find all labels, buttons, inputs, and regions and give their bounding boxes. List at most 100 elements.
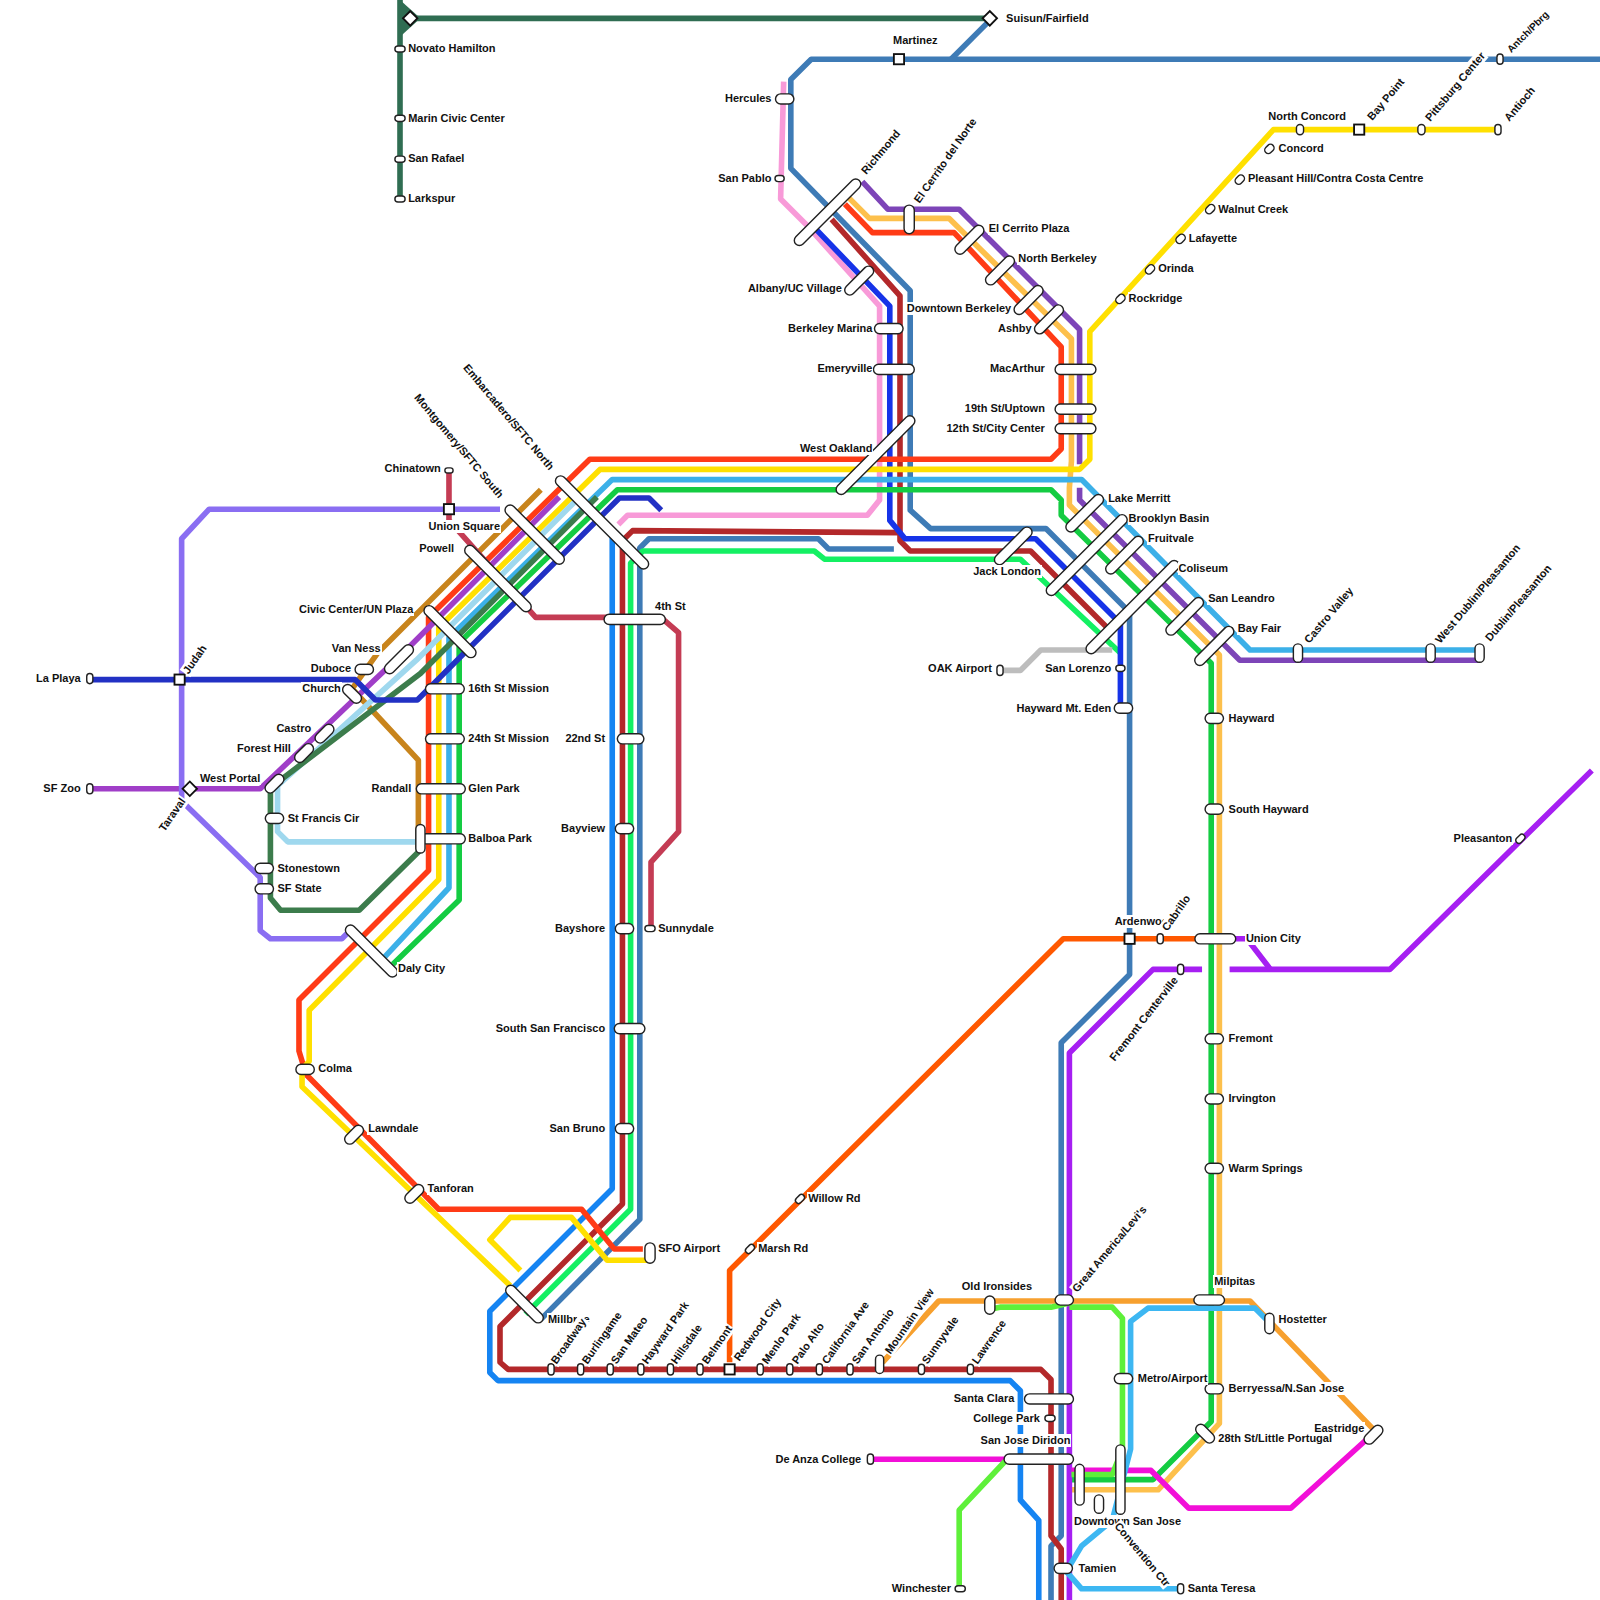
transit-line — [845, 194, 1219, 1490]
station-marker — [775, 176, 784, 182]
station-marker — [1497, 54, 1503, 64]
station-marker — [1174, 233, 1186, 245]
station-marker — [1144, 263, 1156, 275]
station-marker — [1064, 492, 1106, 534]
station-label: Marin Civic Center — [407, 112, 506, 125]
station-marker — [1116, 665, 1125, 671]
station-label: Bay Fair — [1237, 622, 1282, 635]
station-marker — [876, 1355, 884, 1373]
station-marker — [615, 923, 633, 933]
station-marker — [1204, 203, 1216, 215]
station-label: Cabrillo — [1159, 892, 1194, 935]
junction-station — [183, 782, 197, 796]
station-marker — [744, 1243, 756, 1255]
station-marker — [1193, 624, 1236, 667]
station-marker — [422, 603, 478, 659]
station-label: Bay Point — [1364, 75, 1408, 124]
station-marker — [1194, 1422, 1217, 1445]
station-marker — [1205, 1094, 1223, 1104]
station-marker — [967, 1364, 973, 1374]
station-marker — [874, 323, 903, 333]
transit-line — [490, 531, 1039, 1600]
line-terminus — [400, 0, 420, 37]
station-label: Santa Clara — [953, 1392, 1016, 1405]
station-label: Castro — [275, 722, 312, 735]
station-label: West Dublin/Pleasanton — [1432, 541, 1524, 647]
transit-line — [1066, 1308, 1270, 1589]
station-marker — [983, 254, 1016, 287]
station-marker — [313, 722, 336, 745]
station-label: Glen Park — [467, 782, 520, 795]
station-label: College Park — [972, 1412, 1041, 1425]
station-marker — [504, 1283, 546, 1325]
station-label: San Jose Diridon — [980, 1434, 1072, 1447]
station-label: 24th St Mission — [467, 732, 550, 745]
station-label: Lafayette — [1188, 232, 1238, 245]
station-label: SF Zoo — [42, 782, 81, 795]
transit-line — [302, 130, 1498, 1286]
station-label: Lake Merritt — [1107, 492, 1171, 505]
transfer-station — [894, 54, 904, 64]
station-marker — [503, 503, 566, 566]
station-marker — [463, 543, 534, 614]
transit-line — [1230, 770, 1592, 969]
station-marker — [617, 734, 644, 744]
station-label: Castro Valley — [1301, 584, 1357, 647]
station-marker — [1263, 143, 1275, 155]
station-label: Tamien — [1078, 1562, 1118, 1575]
station-marker — [395, 115, 405, 121]
transit-line — [1069, 1307, 1122, 1474]
station-label: SFO Airport — [657, 1242, 721, 1255]
transit-line — [959, 1461, 1005, 1589]
station-label: Suisun/Fairfield — [1005, 12, 1090, 25]
station-marker — [343, 1123, 366, 1146]
station-marker — [1054, 1563, 1072, 1573]
station-marker — [1055, 404, 1096, 414]
station-label: Walnut Creek — [1217, 203, 1289, 216]
station-label: 28th St/Little Portugal — [1217, 1432, 1333, 1445]
station-marker — [1055, 364, 1096, 374]
station-label: 16th St Mission — [467, 682, 550, 695]
station-marker — [1426, 644, 1435, 662]
station-label: Larkspur — [407, 192, 456, 205]
station-marker — [1362, 1423, 1385, 1446]
station-label: North Concord — [1267, 110, 1347, 123]
station-marker — [382, 643, 415, 676]
transit-line — [862, 182, 1079, 465]
station-marker — [604, 614, 665, 624]
station-label: Chinatown — [384, 462, 442, 475]
station-marker — [1045, 1415, 1055, 1421]
station-marker — [867, 1454, 873, 1464]
station-marker — [263, 772, 286, 795]
station-label: South Hayward — [1228, 803, 1310, 816]
station-label: Pleasant Hill/Contra Costa Centre — [1247, 172, 1424, 185]
station-marker — [426, 734, 465, 744]
transit-line — [278, 495, 582, 842]
transit-line — [90, 498, 661, 700]
station-label: West Oakland — [799, 442, 874, 455]
station-marker — [645, 926, 655, 932]
station-marker — [1296, 124, 1303, 134]
station-label: Jack London — [972, 565, 1042, 578]
station-label: Hercules — [724, 92, 772, 105]
station-marker — [615, 823, 633, 833]
station-label: Pleasanton — [1453, 832, 1514, 845]
station-label: Antch/Pbrg — [1504, 7, 1553, 56]
station-label: Hayward — [1228, 712, 1276, 725]
station-marker — [1114, 1373, 1132, 1383]
station-label: Pittsburg Center — [1422, 49, 1489, 125]
station-marker — [1265, 1313, 1274, 1333]
station-marker — [1164, 595, 1206, 637]
station-label: San Bruno — [548, 1122, 606, 1135]
station-label: San Leandro — [1207, 592, 1276, 605]
station-label: Orinda — [1157, 262, 1194, 275]
station-marker — [1195, 934, 1236, 944]
station-label: OAK Airport — [927, 662, 993, 675]
station-marker — [1475, 644, 1484, 662]
junction-station — [983, 11, 997, 25]
station-marker — [953, 223, 986, 256]
station-marker — [255, 863, 273, 873]
station-label: SF State — [277, 882, 323, 895]
transit-line — [449, 471, 607, 617]
